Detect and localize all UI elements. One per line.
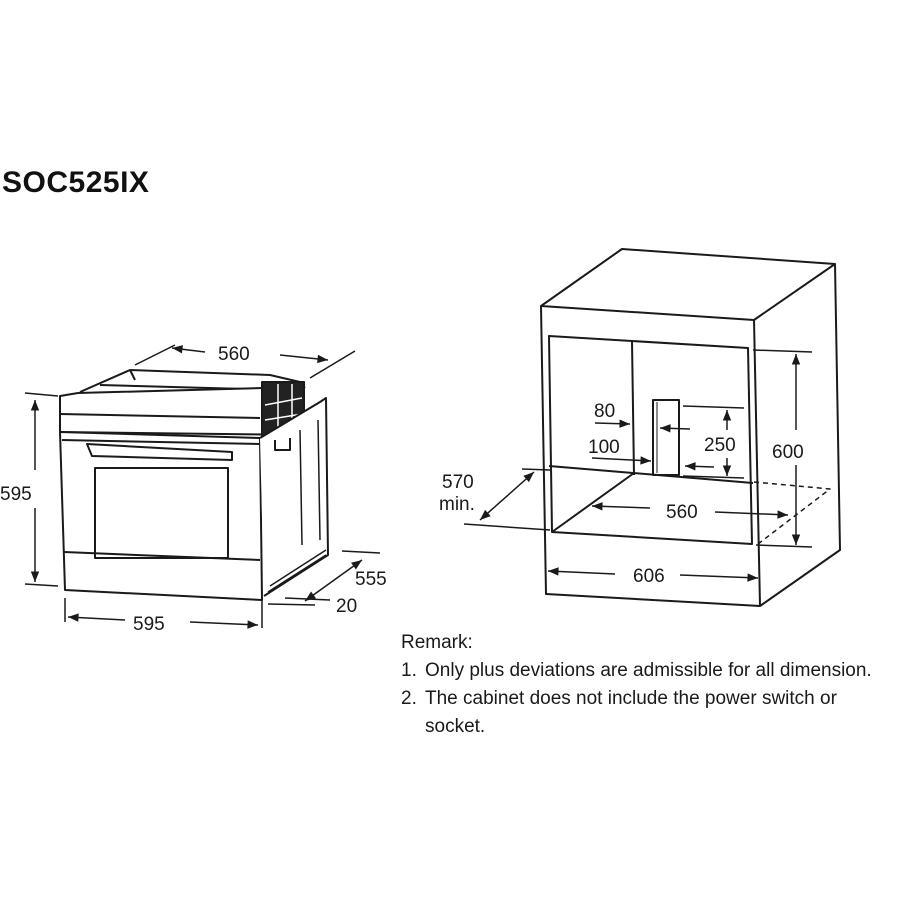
dim-niche-depth: 570 (442, 472, 474, 493)
dim-oven-depth-top: 560 (218, 344, 250, 365)
model-title: SOC525IX (2, 166, 150, 199)
dim-socket-offset-bottom: 100 (588, 437, 620, 458)
dim-niche-depth-note: min. (439, 494, 475, 515)
dim-oven-width: 595 (133, 614, 165, 635)
dim-cabinet-width: 606 (633, 566, 665, 587)
oven-drawing (24, 344, 381, 629)
dim-socket-offset-top: 80 (594, 401, 615, 422)
cabinet-drawing (463, 248, 841, 607)
remark-item: 2.The cabinet does not include the power… (401, 688, 837, 737)
dim-niche-height: 600 (772, 442, 804, 463)
dim-oven-depth-body: 555 (355, 569, 387, 590)
dim-niche-width: 560 (666, 502, 698, 523)
remark-item: 1.Only plus deviations are admissible fo… (401, 660, 872, 681)
dim-socket-height: 250 (704, 435, 736, 456)
dim-oven-height: 595 (0, 484, 32, 505)
dim-oven-front-offset: 20 (336, 596, 357, 617)
remarks: Remark: 1.Only plus deviations are admis… (401, 629, 900, 741)
remarks-heading: Remark: (401, 632, 473, 653)
